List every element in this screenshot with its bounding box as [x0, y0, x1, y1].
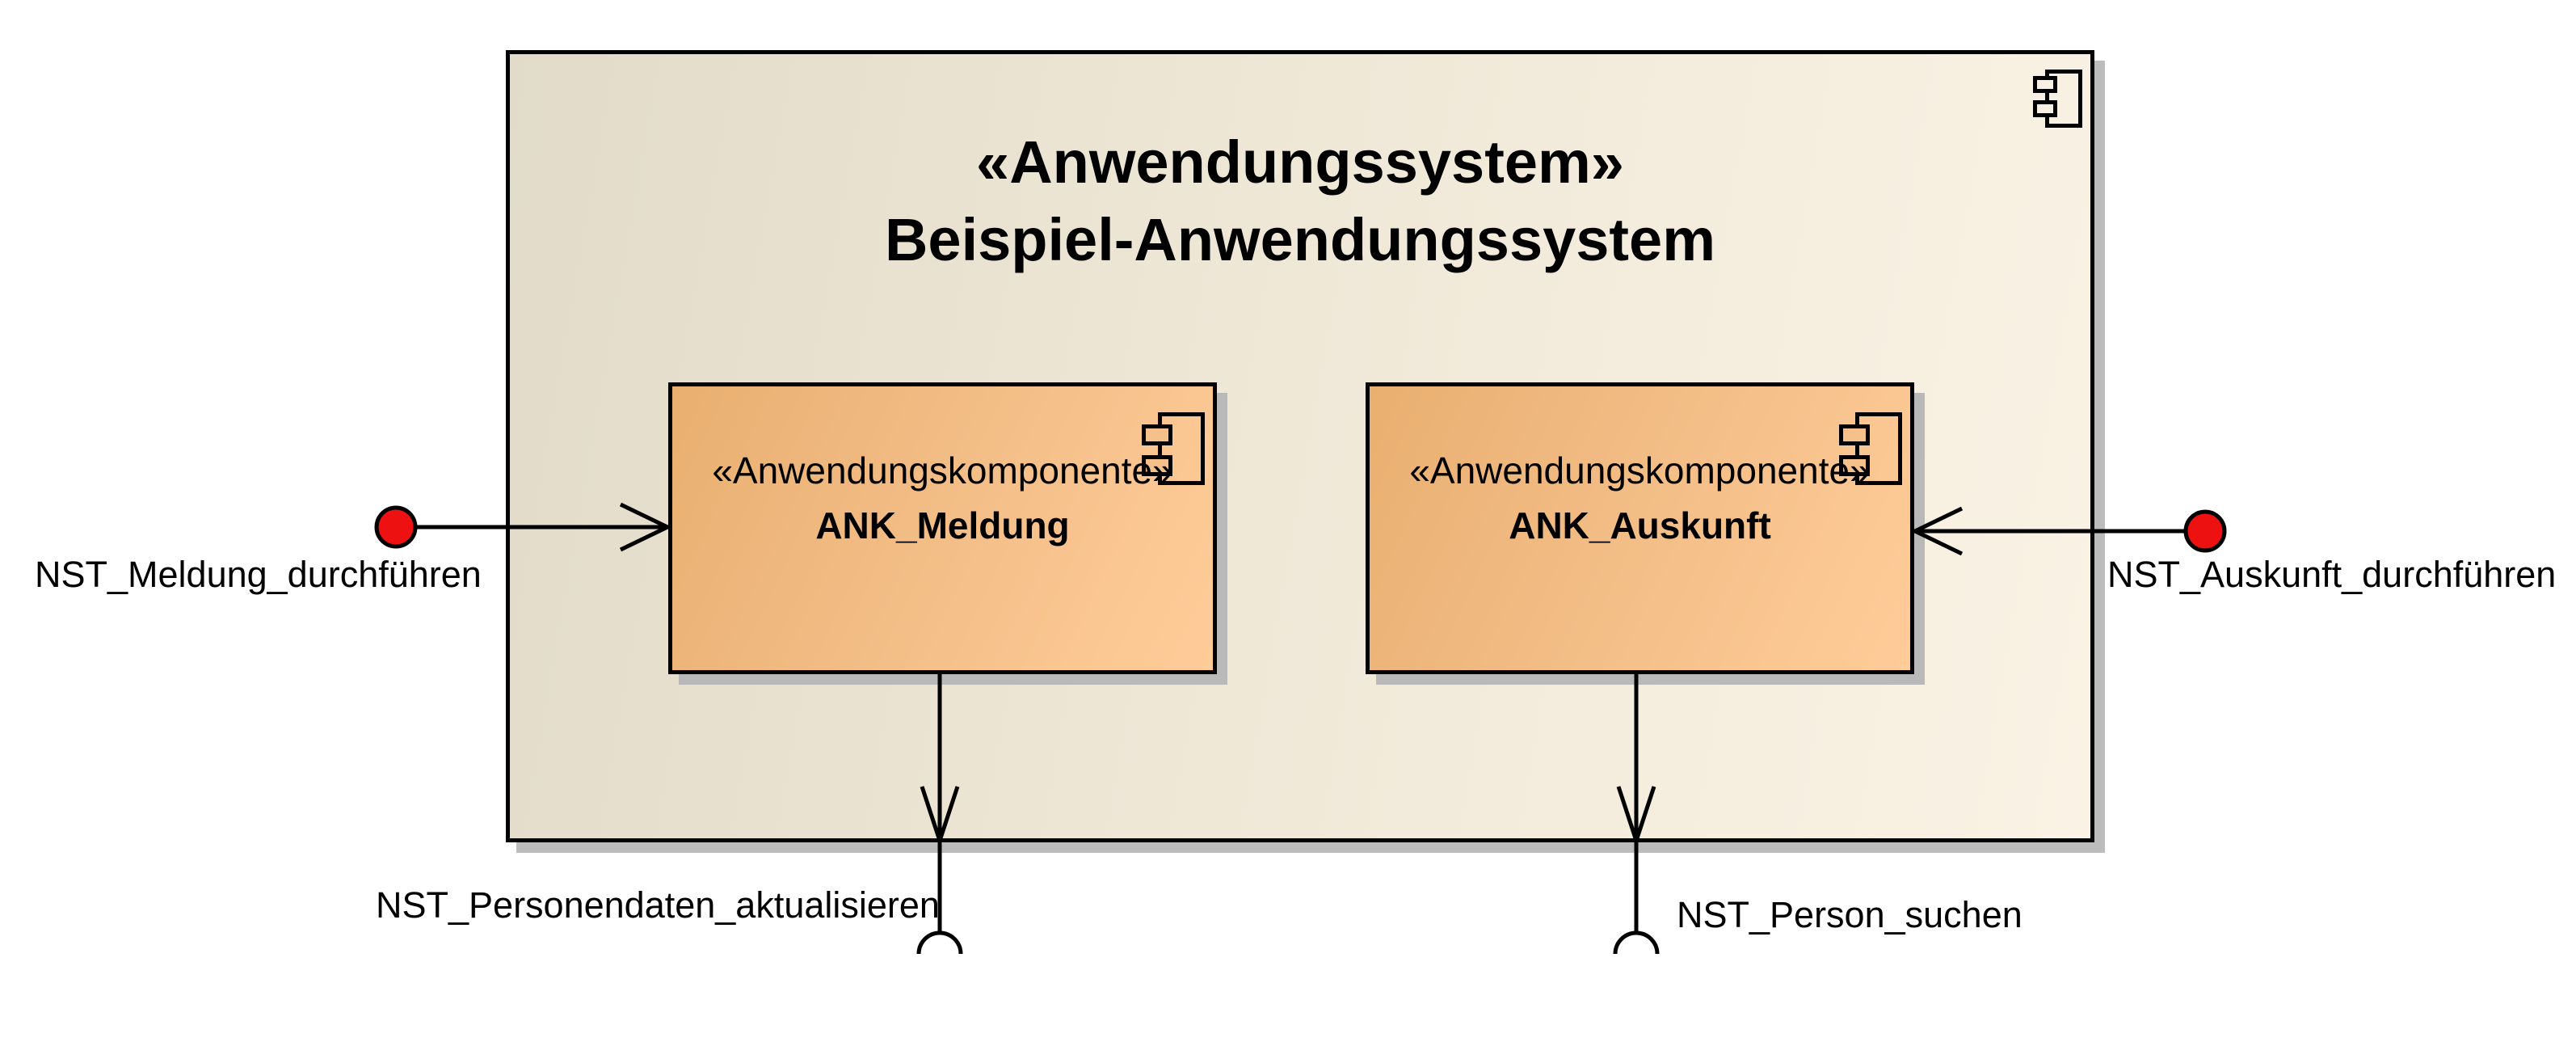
- interface-label-right: NST_Auskunft_durchführen: [2107, 554, 2557, 595]
- component-icon-tab: [1839, 424, 1870, 445]
- component-name: ANK_Meldung: [815, 504, 1070, 546]
- component-name: ANK_Auskunft: [1509, 504, 1771, 546]
- component-icon-tab: [2033, 100, 2057, 117]
- component-stereotype: «Anwendungskomponente»: [712, 449, 1173, 492]
- interface-label-left: NST_Meldung_durchführen: [35, 554, 482, 595]
- component-ank-auskunft[interactable]: «Anwendungskomponente» ANK_Auskunft: [1366, 382, 1914, 674]
- component-stereotype: «Anwendungskomponente»: [1409, 449, 1871, 492]
- component-icon-body: [1158, 412, 1205, 485]
- component-icon-tab: [1839, 455, 1870, 476]
- component-icon-body: [1855, 412, 1902, 485]
- component-icon-body: [2045, 70, 2082, 128]
- component-icon-tab: [2033, 76, 2057, 93]
- component-icon-tab: [1142, 455, 1172, 476]
- interface-label-bottom-left: NST_Personendaten_aktualisieren: [376, 884, 940, 926]
- component-label-block: «Anwendungskomponente» ANK_Auskunft: [1370, 443, 1910, 553]
- component-icon: [1839, 412, 1902, 485]
- component-ank-meldung[interactable]: «Anwendungskomponente» ANK_Meldung: [668, 382, 1217, 674]
- interface-ball-right[interactable]: [2183, 509, 2227, 553]
- interface-ball-left[interactable]: [374, 505, 418, 549]
- component-icon: [1142, 412, 1205, 485]
- system-title: «Anwendungssystem» Beispiel-Anwendungssy…: [506, 124, 2094, 279]
- component-icon: [2033, 70, 2082, 128]
- required-socket-bottom-left[interactable]: [916, 930, 963, 955]
- required-socket-bottom-right[interactable]: [1613, 930, 1660, 955]
- component-label-block: «Anwendungskomponente» ANK_Meldung: [672, 443, 1213, 553]
- component-icon-tab: [1142, 424, 1172, 445]
- system-name: Beispiel-Anwendungssystem: [884, 206, 1715, 273]
- system-stereotype: «Anwendungssystem»: [976, 129, 1624, 196]
- interface-label-bottom-right: NST_Person_suchen: [1677, 894, 2022, 935]
